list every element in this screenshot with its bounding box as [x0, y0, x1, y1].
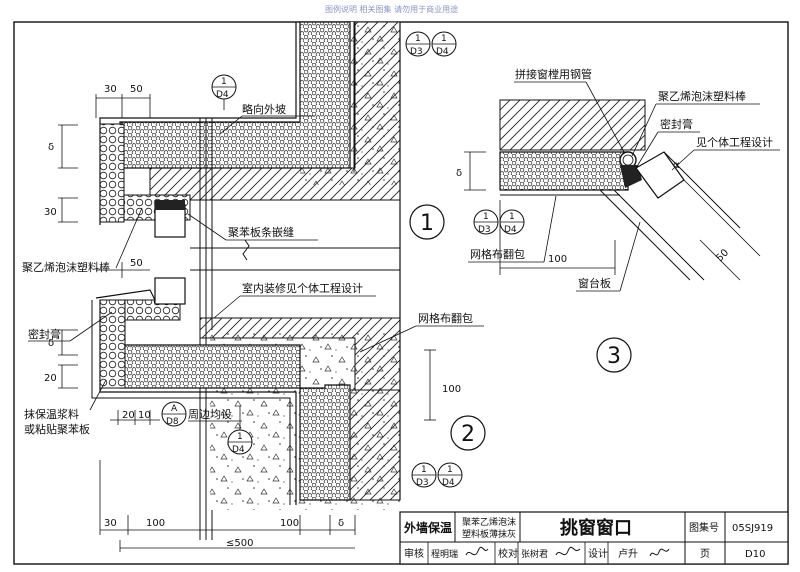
label-steel-tube: 拼接窗樘用钢管: [515, 67, 592, 81]
dim-100-base-a: 100: [146, 518, 165, 529]
svg-text:D4: D4: [442, 478, 455, 488]
svg-text:D4: D4: [216, 90, 229, 100]
ref-circle-h: 1 D3: [473, 209, 499, 235]
svg-text:1: 1: [441, 34, 447, 44]
dim-100-base-b: 100: [280, 518, 299, 529]
label-mesh-wrap-right: 网格布翻包: [470, 247, 525, 261]
upper-strip-block: [154, 204, 186, 238]
svg-text:1: 1: [483, 212, 489, 222]
ref-circle-a: 1 D4: [211, 74, 237, 110]
label-interior-finish: 室内装修见个体工程设计: [242, 281, 363, 295]
svg-text:D8: D8: [166, 417, 179, 427]
upper-eps-board: [119, 21, 351, 169]
dim-20-left: 20: [44, 373, 57, 384]
dim-500-base: ≤500: [226, 538, 253, 549]
svg-text:A: A: [171, 404, 178, 414]
tb-atlas-label: 图集号: [689, 521, 719, 534]
label-insul-mortar-2: 或粘贴聚苯板: [24, 422, 90, 436]
detail-number-3: 3: [596, 337, 632, 373]
detail-number-2: 2: [450, 415, 486, 451]
ref-circle-i: 1 D4: [499, 209, 525, 235]
tb-design-label: 设计: [588, 547, 608, 560]
label-sealant-right: 密封膏: [660, 117, 693, 131]
svg-text:2: 2: [461, 422, 475, 447]
tb-reviewer-signature: [465, 546, 489, 556]
tb-review-label: 审核: [404, 547, 424, 560]
tb-page-label: 页: [700, 548, 710, 560]
tb-designer: 卢升: [618, 547, 638, 560]
upper-bead-column: [99, 123, 125, 223]
label-sill: 窗台板: [578, 276, 611, 290]
top-note: 图例说明 相关图集 请勿用于商业用途: [325, 4, 458, 14]
tb-check-label: 校对: [498, 547, 518, 560]
lower-strip-block: [154, 277, 186, 305]
ref-circle-b: 1 D3: [405, 31, 431, 57]
svg-text:3: 3: [607, 344, 621, 369]
dim-30-top: 30: [104, 84, 117, 95]
label-insul-mortar-1: 抹保温浆料: [24, 407, 79, 421]
svg-text:1: 1: [415, 34, 421, 44]
d3-dim-delta: δ: [456, 168, 462, 179]
d3-concrete-hatch: [499, 99, 646, 151]
dim-100-vertical: 100: [442, 384, 461, 395]
dim-50-mid: 50: [130, 258, 143, 269]
detail-1-2-drawing: [91, 21, 401, 540]
tb-material-2: 塑料板薄抹灰: [462, 528, 516, 540]
svg-text:D4: D4: [504, 225, 517, 235]
ref-circle-f: 1 D3: [411, 462, 437, 488]
ref-circle-e: 1 D4: [227, 406, 253, 455]
ref-circle-d: A D8: [161, 401, 187, 427]
tb-material-1: 聚苯乙烯泡沫: [462, 516, 516, 528]
lower-bead-column: [99, 299, 126, 389]
tb-checker: 张树君: [521, 548, 548, 560]
dim-20-bottom: 20: [122, 410, 135, 421]
lower-eps-board: [119, 344, 351, 501]
tb-category: 外墙保温: [404, 520, 452, 535]
d3-eps-board: [499, 151, 629, 191]
svg-text:1: 1: [221, 77, 227, 87]
svg-text:1: 1: [421, 465, 427, 475]
label-pe-rod-left: 聚乙烯泡沫塑料棒: [22, 260, 110, 274]
svg-text:D4: D4: [232, 445, 245, 455]
d3-dim-50: 50: [714, 247, 731, 264]
svg-text:1: 1: [509, 212, 515, 222]
dim-delta-1: δ: [48, 142, 54, 153]
svg-text:D3: D3: [410, 47, 423, 57]
tb-reviewer: 程明瑞: [431, 548, 458, 560]
label-eps-strip-joint: 聚苯板条嵌缝: [228, 225, 294, 239]
svg-text:D3: D3: [478, 225, 491, 235]
svg-text:1: 1: [237, 432, 243, 442]
tb-checker-signature: [555, 546, 581, 556]
tb-page-no: D10: [745, 549, 765, 560]
dim-delta-base: δ: [338, 518, 344, 529]
dim-delta-2: δ: [48, 338, 54, 349]
label-mesh-wrap-mid: 网格布翻包: [418, 311, 473, 325]
svg-text:1: 1: [447, 465, 453, 475]
dimension-lines: [58, 94, 436, 552]
label-outward-slope: 略向外坡: [242, 102, 286, 116]
tb-title: 挑窗窗口: [560, 517, 632, 539]
tb-atlas-no: 05SJ919: [732, 523, 773, 534]
tb-designer-signature: [649, 548, 670, 557]
dim-10-bottom: 10: [138, 410, 151, 421]
detail-number-1: 1: [409, 204, 445, 240]
ref-circle-c: 1 D4: [431, 31, 457, 57]
svg-text:D3: D3: [416, 478, 429, 488]
svg-text:D4: D4: [436, 47, 449, 57]
detail-3-dims: [464, 151, 741, 281]
title-block: [399, 511, 789, 565]
label-all-around: 周边均设: [188, 408, 232, 421]
label-pe-rod-right: 聚乙烯泡沫塑料棒: [658, 89, 746, 103]
ref-circle-g: 1 D4: [437, 462, 463, 488]
dim-30-base: 30: [104, 518, 117, 529]
dim-30-left: 30: [44, 207, 57, 218]
detail-3-drawing: [499, 99, 761, 281]
label-see-design: 见个体工程设计: [696, 135, 773, 149]
dim-50-top: 50: [130, 84, 143, 95]
d3-dim-100: 100: [548, 254, 567, 265]
svg-text:1: 1: [420, 211, 434, 236]
d3-window-frame: [635, 151, 685, 199]
label-sealant-left: 密封膏: [28, 327, 61, 341]
